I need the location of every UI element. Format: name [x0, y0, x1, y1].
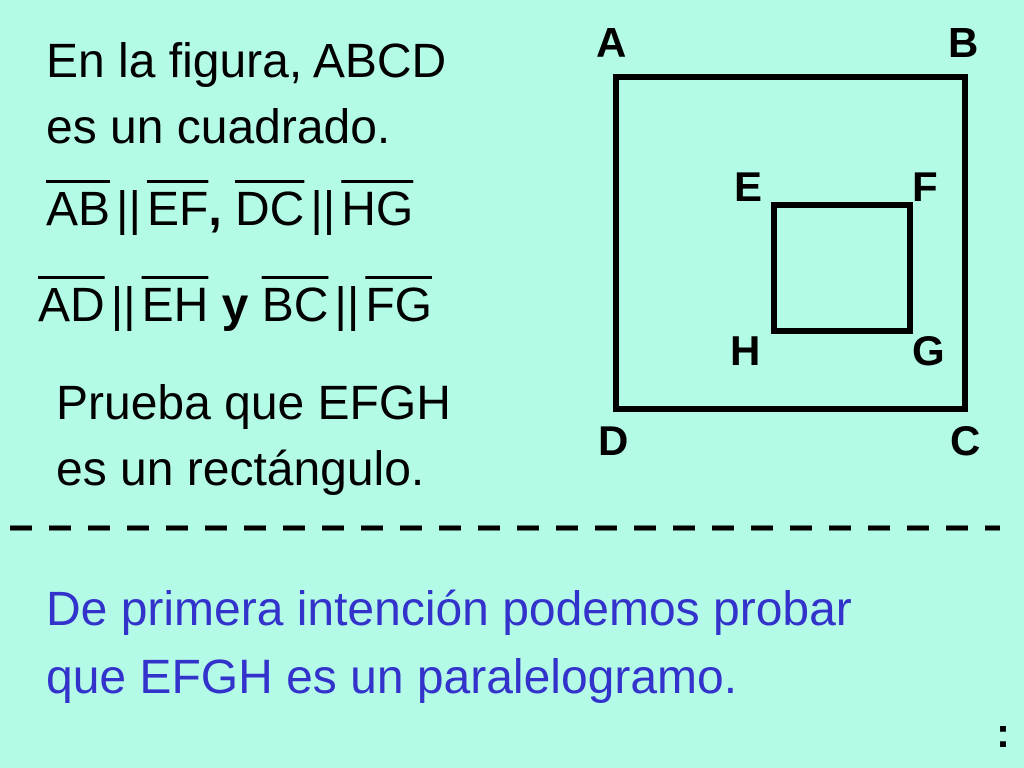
- comma-separator: ,: [208, 183, 222, 236]
- vertex-label-g: G: [912, 327, 945, 374]
- segment-eh: EH: [141, 279, 209, 332]
- vertex-label-e: E: [734, 163, 763, 210]
- outer-square-abcd: [613, 74, 968, 412]
- segment-bc: BC: [261, 279, 329, 332]
- task-line-2: es un rectángulo.: [56, 443, 425, 496]
- parallel-relation-2: AD||EH y BC||FG: [38, 276, 432, 336]
- task-line-1: Prueba que EFGH: [56, 377, 451, 430]
- vertex-label-b: B: [948, 19, 979, 66]
- vertex-label-d: D: [598, 417, 629, 464]
- segment-ef: EF: [146, 183, 209, 236]
- continuation-colon: :: [996, 709, 1010, 756]
- answer-line-2: que EFGH es un paralelogramo.: [46, 651, 738, 704]
- inner-quadrilateral-efgh: [771, 202, 913, 334]
- parallel-symbol: ||: [116, 183, 141, 236]
- vertex-label-f: F: [912, 163, 938, 210]
- vertex-label-c: C: [950, 417, 981, 464]
- segment-fg: FG: [365, 279, 432, 332]
- parallel-symbol: ||: [334, 279, 360, 332]
- vertex-label-a: A: [596, 19, 627, 66]
- segment-ab: AB: [46, 183, 111, 236]
- answer-line-1: De primera intención podemos probar: [46, 583, 852, 636]
- parallel-symbol: ||: [310, 183, 336, 236]
- parallel-relation-1: AB||EF, DC||HG: [46, 180, 413, 240]
- parallel-symbol: ||: [110, 279, 136, 332]
- segment-ad: AD: [38, 279, 105, 332]
- intro-line-1: En la figura, ABCD: [46, 35, 447, 88]
- segment-dc: DC: [235, 183, 305, 236]
- vertex-label-h: H: [730, 327, 761, 374]
- conjunction: y: [221, 279, 249, 332]
- intro-line-2: es un cuadrado.: [46, 101, 391, 154]
- segment-hg: HG: [341, 183, 414, 236]
